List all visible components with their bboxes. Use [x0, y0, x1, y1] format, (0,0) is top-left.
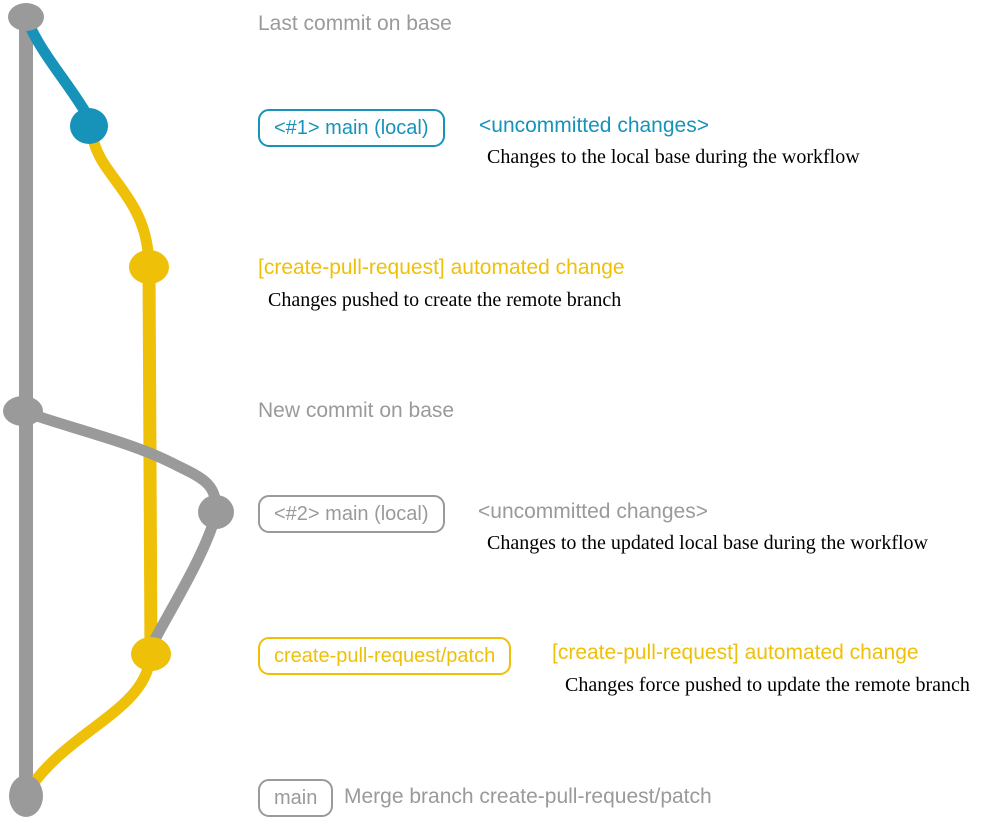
- automated-change-1-description: Changes pushed to create the remote bran…: [268, 289, 622, 311]
- merge-commit-label: Merge branch create-pull-request/patch: [344, 785, 712, 808]
- patch-branch-trunk: [142, 266, 158, 655]
- uncommitted-changes-1-description: Changes to the local base during the wor…: [487, 146, 860, 168]
- main-local-2-badge: <#2> main (local): [258, 495, 445, 533]
- uncommitted-changes-2-description: Changes to the updated local base during…: [487, 532, 928, 554]
- patch-branch-badge: create-pull-request/patch: [258, 637, 512, 675]
- patch-merge-edge: [24, 652, 156, 794]
- node-main-local-2: [198, 495, 234, 529]
- uncommitted-changes-1-label: <uncommitted changes>: [479, 114, 709, 137]
- main-local-edge: [22, 16, 93, 121]
- node-last-commit-on-base: [8, 3, 44, 31]
- node-automated-change-2: [131, 637, 171, 671]
- automated-change-1-label: [create-pull-request] automated change: [258, 256, 625, 279]
- node-new-commit-on-base: [3, 396, 43, 426]
- uncommitted-changes-2-label: <uncommitted changes>: [478, 500, 708, 523]
- main-badge: main: [258, 779, 334, 817]
- patch-branch-out-edge: [87, 132, 154, 258]
- base-to-main2-edge: [19, 406, 222, 514]
- automated-change-2-label: [create-pull-request] automated change: [552, 641, 919, 664]
- new-commit-title: New commit on base: [258, 399, 455, 422]
- node-automated-change-1: [129, 250, 169, 284]
- node-merge-commit: [9, 775, 43, 817]
- node-main-local-1: [70, 108, 108, 144]
- main-local-1-badge: <#1> main (local): [258, 109, 445, 147]
- last-commit-title: Last commit on base: [258, 12, 452, 35]
- main2-to-patch-edge: [146, 508, 222, 651]
- automated-change-2-description: Changes force pushed to update the remot…: [565, 674, 970, 696]
